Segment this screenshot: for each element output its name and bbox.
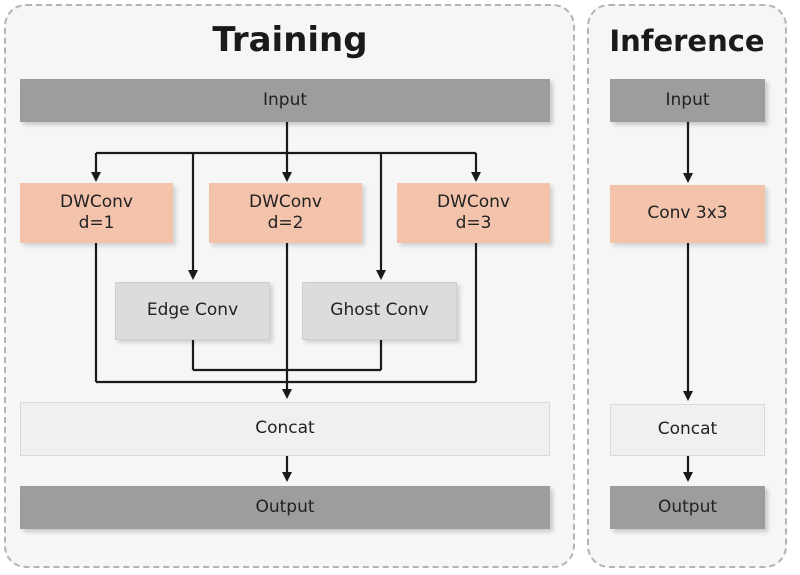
- inference-concat-label: Concat: [657, 419, 718, 440]
- training-concat-block: Concat: [20, 402, 550, 456]
- inference-output-label: Output: [657, 496, 718, 517]
- training-concat-label: Concat: [255, 418, 315, 439]
- dwconv-d2-dilation: d=2: [267, 213, 304, 233]
- edge-conv-block: Edge Conv: [115, 282, 270, 340]
- dwconv-d3-dilation: d=3: [455, 213, 492, 233]
- inference-title: Inference: [609, 24, 765, 58]
- dwconv-d1-name: DWConv: [59, 191, 133, 212]
- dwconv-d1-block: DWConv d=1: [20, 183, 173, 243]
- inference-concat-block: Concat: [610, 404, 765, 456]
- inference-output-block: Output: [610, 486, 765, 529]
- inference-input-block: Input: [610, 79, 765, 122]
- dwconv-d3-name: DWConv: [436, 191, 510, 212]
- training-input-label: Input: [262, 89, 308, 110]
- training-output-label: Output: [255, 496, 315, 517]
- edge-conv-label: Edge Conv: [146, 300, 239, 321]
- dwconv-d1-dilation: d=1: [78, 213, 115, 233]
- training-input-block: Input: [20, 79, 550, 122]
- dwconv-d2-name: DWConv: [248, 191, 322, 212]
- ghost-conv-label: Ghost Conv: [330, 300, 429, 321]
- ghost-conv-block: Ghost Conv: [302, 282, 457, 340]
- conv3x3-block: Conv 3x3: [610, 185, 765, 243]
- inference-input-label: Input: [665, 89, 710, 110]
- conv3x3-label: Conv 3x3: [647, 203, 728, 224]
- training-output-block: Output: [20, 486, 550, 529]
- training-title: Training: [212, 20, 368, 60]
- dwconv-d2-block: DWConv d=2: [209, 183, 362, 243]
- dwconv-d3-block: DWConv d=3: [397, 183, 550, 243]
